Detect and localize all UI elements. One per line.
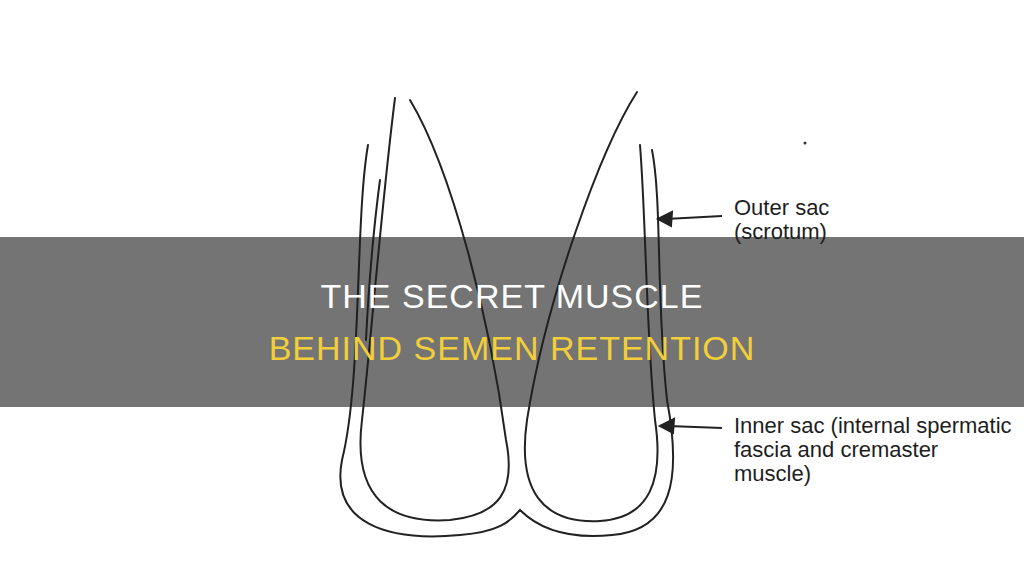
title-band: THE SECRET MUSCLEBEHIND SEMEN RETENTION [0, 237, 1024, 407]
leader-line [668, 426, 722, 428]
band-heading: THE SECRET MUSCLE [321, 270, 704, 322]
part-label: Outer sac (scrotum) [734, 196, 864, 244]
dot [804, 142, 807, 145]
leader-line [666, 216, 722, 219]
arrowhead [660, 419, 674, 433]
part-label: Inner sac (internal spermatic fascia and… [734, 414, 1014, 486]
arrowhead [658, 212, 672, 226]
band-heading: BEHIND SEMEN RETENTION [269, 322, 756, 374]
